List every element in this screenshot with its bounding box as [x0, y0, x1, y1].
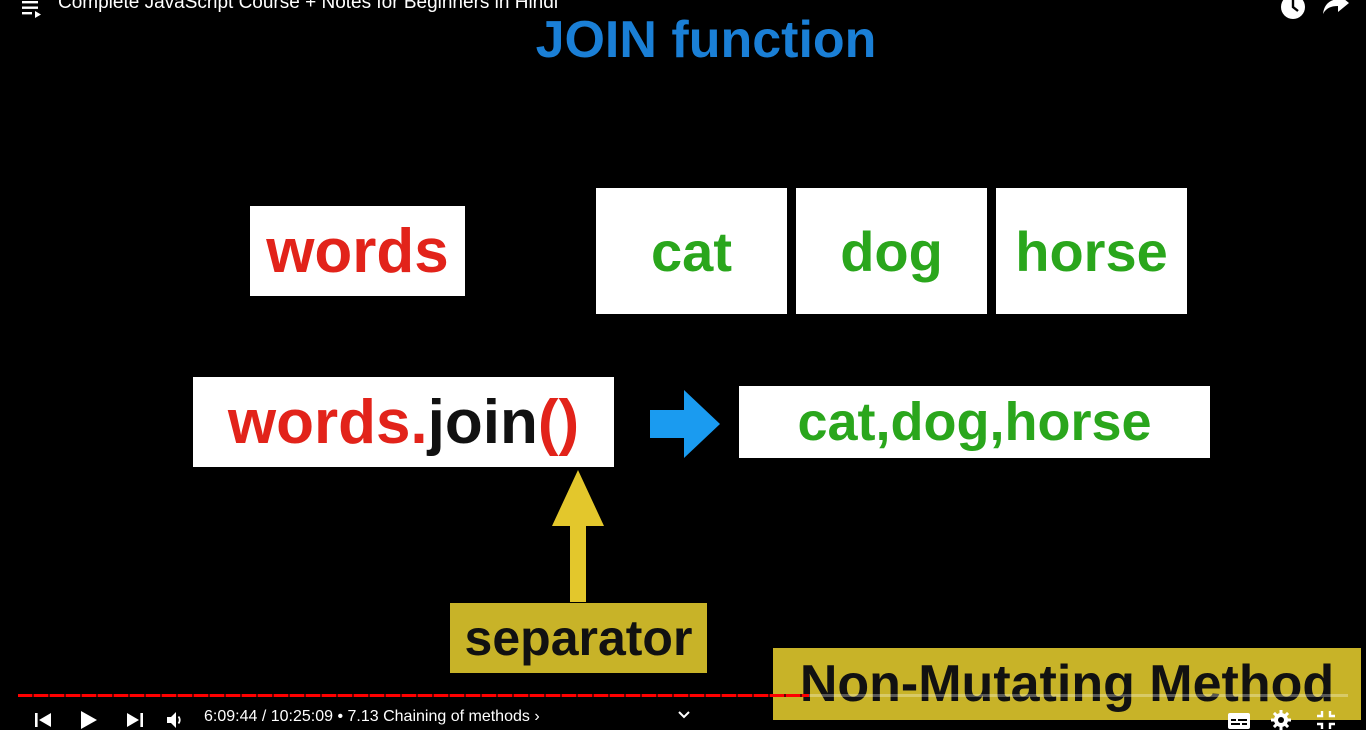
exit-fullscreen-icon[interactable]: [1316, 710, 1336, 730]
array-item-cell: horse: [996, 188, 1187, 314]
code-method: join: [427, 387, 538, 457]
progress-bar[interactable]: [18, 694, 1348, 697]
join-code-box: words.join(): [193, 377, 614, 467]
duration: 10:25:09: [270, 708, 334, 725]
current-time: 6:09:44: [204, 708, 258, 725]
chevron-down-icon[interactable]: [678, 710, 690, 720]
chapter-title[interactable]: 7.13 Chaining of methods: [347, 708, 530, 725]
separator-label: separator: [450, 603, 707, 673]
words-variable-box: words: [250, 206, 465, 296]
join-result-box: cat,dog,horse: [739, 386, 1210, 458]
code-parens: (): [537, 387, 580, 457]
array-item-cell: dog: [796, 188, 987, 314]
playlist-icon[interactable]: [22, 0, 44, 18]
progress-fill: [18, 694, 810, 697]
video-title[interactable]: Complete JavaScript Course + Notes for B…: [58, 0, 559, 13]
player-controls: 6:09:44 / 10:25:09 • 7.13 Chaining of me…: [0, 704, 1366, 730]
next-icon[interactable]: [126, 712, 144, 728]
subtitles-icon[interactable]: [1228, 713, 1250, 729]
chevron-right-icon[interactable]: ›: [534, 708, 540, 725]
volume-icon[interactable]: [166, 711, 184, 729]
method-type-label: Non-Mutating Method: [773, 648, 1361, 720]
arrow-right-icon: [650, 390, 720, 458]
share-icon[interactable]: [1322, 0, 1350, 16]
play-icon[interactable]: [80, 710, 98, 730]
previous-icon[interactable]: [34, 712, 52, 728]
time-display: 6:09:44 / 10:25:09 • 7.13 Chaining of me…: [204, 708, 540, 725]
top-bar: Complete JavaScript Course + Notes for B…: [0, 0, 1366, 20]
arrow-up-icon: [552, 470, 604, 602]
slide-title: JOIN function: [535, 11, 877, 69]
watch-later-icon[interactable]: [1280, 0, 1306, 20]
code-object: words.: [227, 387, 428, 457]
settings-icon[interactable]: [1271, 710, 1291, 730]
array-item-cell: cat: [596, 188, 787, 314]
